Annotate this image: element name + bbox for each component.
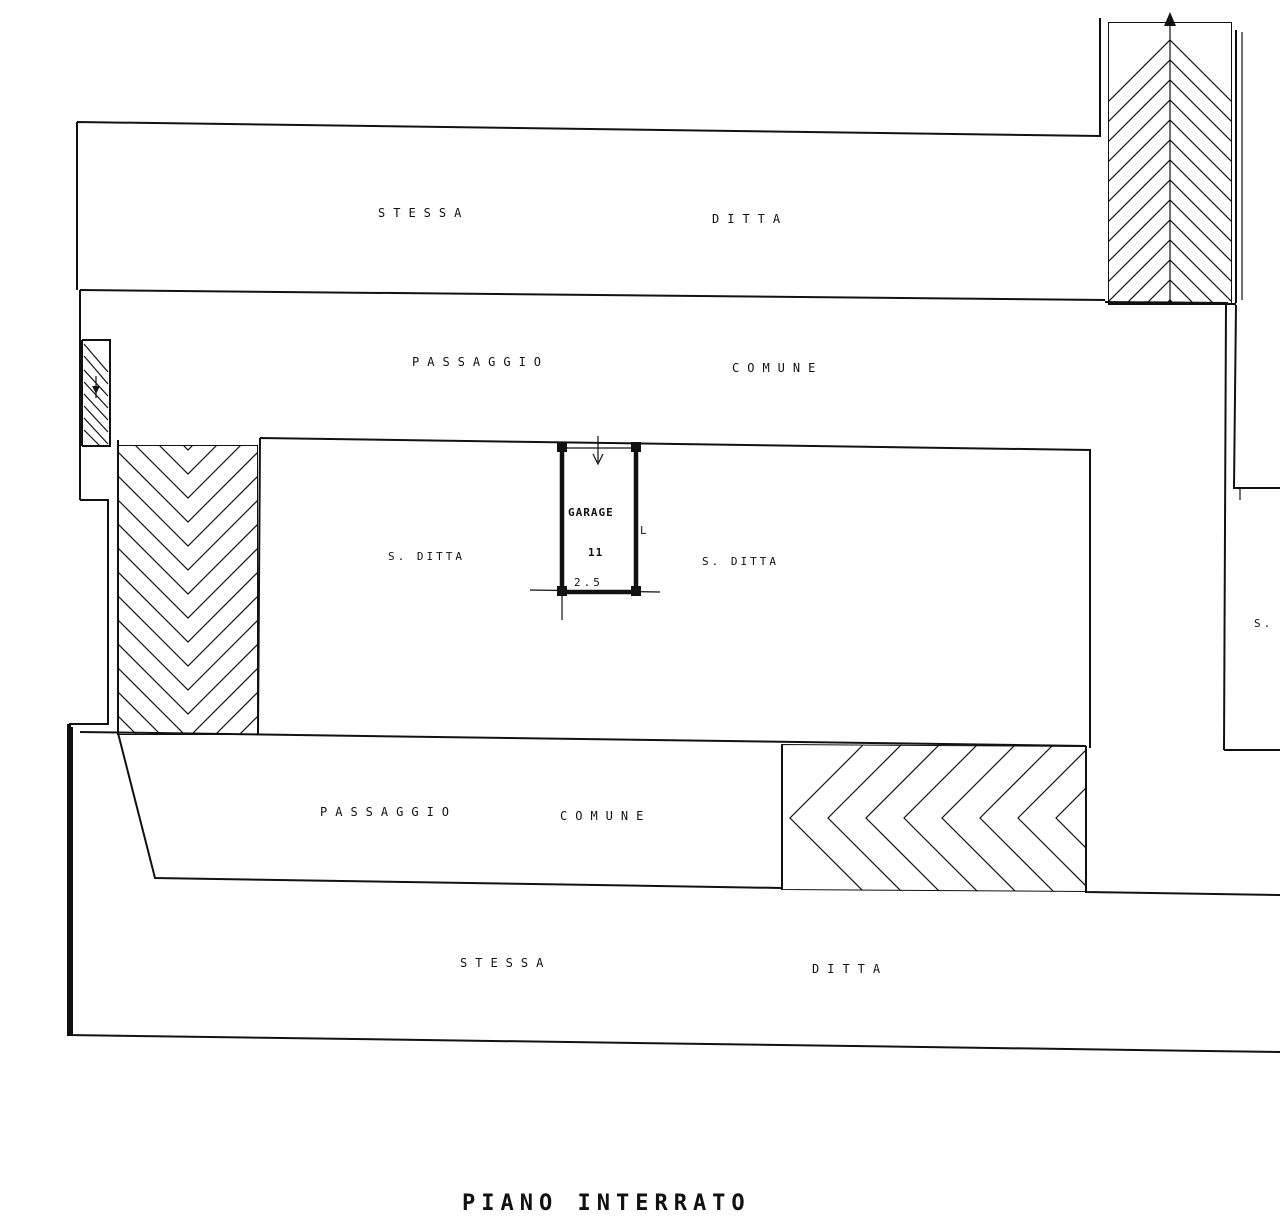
label-upper-comune: COMUNE — [732, 361, 823, 375]
label-middle-right-sditta: S. DITTA — [702, 555, 779, 568]
label-upper-passaggio: PASSAGGIO — [412, 355, 549, 369]
room-labels: STESSA DITTA PASSAGGIO COMUNE S. DITTA S… — [320, 206, 1273, 976]
wall-upper-corridor — [79, 290, 1280, 751]
label-bottom-stessa: STESSA — [460, 956, 551, 970]
garage-walls — [559, 446, 639, 595]
plan-title: PIANO INTERRATO — [462, 1191, 751, 1216]
hatch-shaft-top — [1108, 22, 1232, 305]
garage-dimension: 2.5 — [574, 576, 603, 589]
label-top-ditta: DITTA — [712, 212, 788, 226]
wall-top-outline — [76, 18, 1237, 305]
stair-steps-left — [83, 343, 109, 447]
label-edge-right: S. — [1254, 617, 1273, 630]
entry-arrow-icon — [1164, 12, 1176, 26]
hatch-ramp-bottom — [782, 744, 1086, 892]
wall-bottom-block — [66, 724, 1280, 1053]
garage-label: GARAGE — [568, 506, 614, 519]
wall-top-corridor-divider — [79, 289, 1229, 304]
hatch-stair-left — [118, 445, 258, 735]
garage-number: 11 — [588, 546, 603, 559]
label-top-stessa: STESSA — [378, 206, 469, 220]
label-lower-comune: COMUNE — [560, 809, 651, 823]
wall-left-stair — [81, 339, 111, 447]
label-bottom-ditta: DITTA — [812, 962, 888, 976]
label-lower-passaggio: PASSAGGIO — [320, 805, 457, 819]
label-middle-left-sditta: S. DITTA — [388, 550, 465, 563]
garage-unit: GARAGE 11 2.5 L — [529, 436, 661, 620]
building-walls — [66, 18, 1280, 1053]
wall-left-step — [69, 499, 109, 1035]
garage-side-mark: L — [640, 524, 650, 537]
wall-right-edge — [1239, 32, 1243, 500]
